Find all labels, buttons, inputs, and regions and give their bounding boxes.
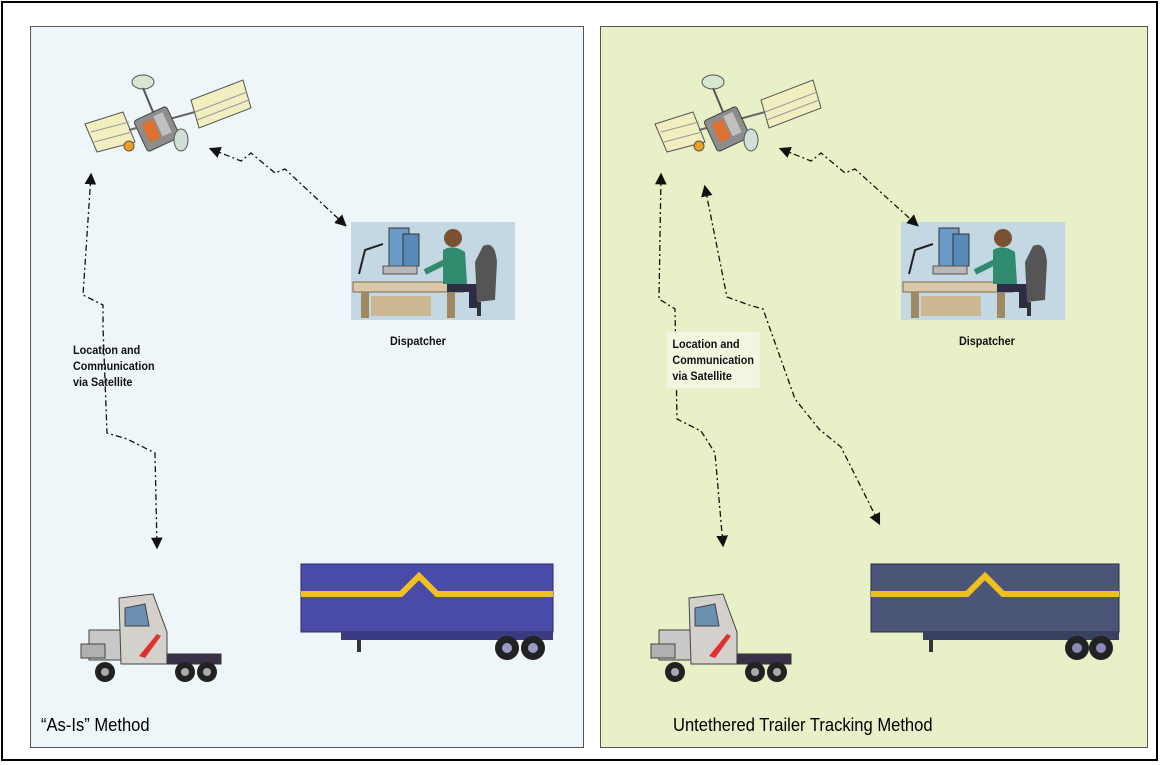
trailer-icon <box>870 563 1120 660</box>
panel-title: “As-Is” Method <box>41 715 150 735</box>
untethered-diagram <box>650 74 1120 682</box>
satellite-dispatcher-arrow <box>208 147 347 227</box>
link-label: Location and Communication via Satellite <box>73 343 155 389</box>
satellite-truck-arrow <box>654 172 729 548</box>
satellite-icon <box>654 74 822 153</box>
satellite-trailer-arrow <box>701 184 881 526</box>
dispatcher-label: Dispatcher <box>390 334 446 348</box>
dispatcher-icon <box>351 222 515 320</box>
as-is-diagram <box>80 74 554 682</box>
satellite-dispatcher-arrow <box>778 147 919 227</box>
link-label: Location and Communication via Satellite <box>667 332 760 388</box>
satellite-truck-arrow <box>82 172 163 550</box>
truck-cab-icon <box>650 593 792 682</box>
panel-title: Untethered Trailer Tracking Method <box>673 715 933 735</box>
dispatcher-label: Dispatcher <box>959 334 1015 348</box>
truck-cab-icon <box>80 593 222 682</box>
satellite-icon <box>84 74 252 153</box>
untethered-panel: Location and Communication via Satellite… <box>600 26 1148 748</box>
trailer-icon <box>300 563 554 660</box>
as-is-panel: Location and Communication via Satellite… <box>30 26 584 748</box>
dispatcher-icon <box>901 222 1065 320</box>
